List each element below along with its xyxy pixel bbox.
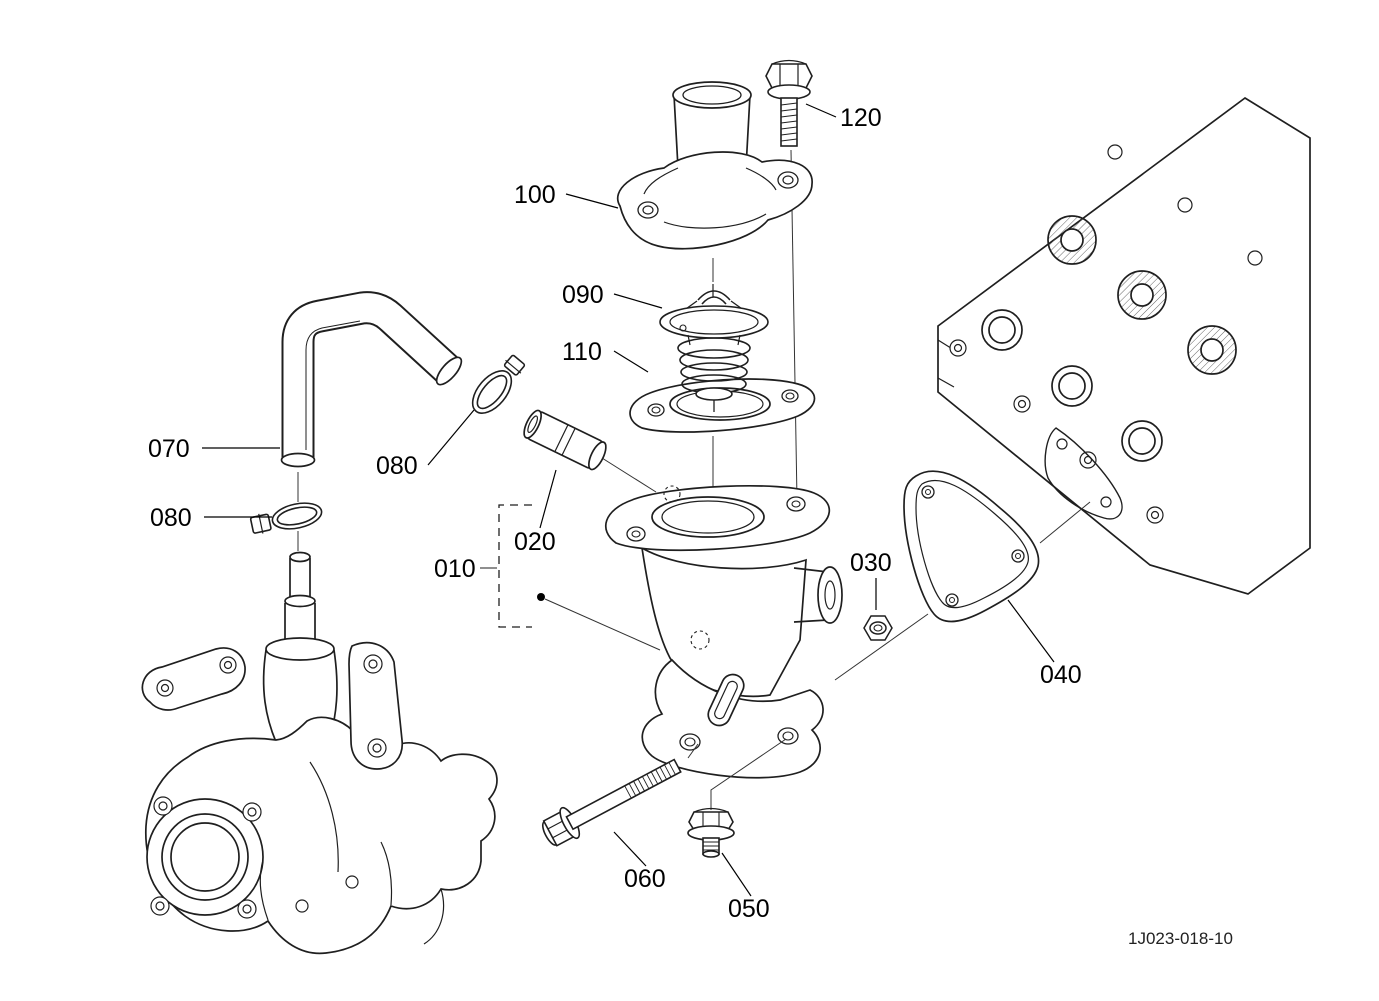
assembly-bracket-010 [480,504,545,628]
thermostat-gasket [629,378,816,433]
callout-110: 110 [562,338,602,366]
leader-100 [565,193,619,209]
hose-clamp-lower [249,502,323,534]
hose-clamp-upper [471,354,526,414]
leader-050 [721,852,752,897]
callout-100: 100 [514,181,556,209]
callout-080-lower: 080 [150,504,192,532]
leader-020 [539,469,557,529]
callout-010: 010 [434,555,476,583]
callout-030: 030 [850,549,892,577]
callout-120: 120 [840,104,882,132]
leader-040 [1007,599,1055,663]
cover-bolt [765,59,813,147]
connector-pipe [523,409,607,471]
leader-120 [805,103,837,118]
thermostat-case [605,484,843,779]
case-bolt-long [541,758,682,847]
leader-lines [202,103,1055,897]
callout-080-upper: 080 [376,452,418,480]
leader-110 [613,350,649,373]
water-hose [280,291,463,468]
case-plug [863,615,893,641]
callout-070: 070 [148,435,190,463]
drawing-number: 1J023-018-10 [1128,929,1233,948]
leader-090 [613,293,663,309]
callout-090: 090 [562,281,604,309]
water-pump-casting [141,551,498,955]
callout-060: 060 [624,865,666,893]
case-bolt-short [687,807,735,858]
leader-060 [613,831,647,867]
callout-050: 050 [728,895,770,923]
bolt-alignment-lines [687,738,787,810]
callout-040: 040 [1040,661,1082,689]
leader-080-upper [427,409,475,466]
cylinder-head [937,96,1311,595]
case-gasket [903,470,1040,623]
thermostat-cover [617,81,813,250]
callout-020: 020 [514,528,556,556]
thermostat [659,284,769,412]
